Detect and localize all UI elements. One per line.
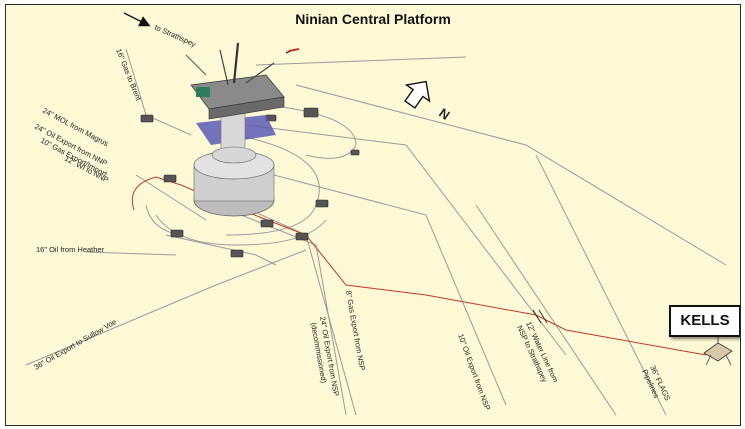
vessel-marker [285,48,300,54]
red-pipeline [131,176,707,356]
kells-label-box: KELLS [669,305,740,337]
seabed-layout-diagram: to Strathspey [25,12,733,416]
label-flags-pipelines: 36" FLAGS Pipelines [640,364,672,402]
gray-pipelines [25,48,727,416]
north-compass [404,80,431,109]
label-water-line: 12" Water Line from NSP to Strathspey [515,320,560,384]
label-gas-to-brent: 16" Gas to Brent [114,47,143,102]
label-to-strathspey: to Strathspey [153,23,197,49]
label-oil-export-nsp-10: 10" Oil Export from NSP [456,333,492,412]
subsea-structures [140,107,360,258]
kells-subsea-structure [703,337,733,366]
north-label: N [436,105,452,123]
page-title: Ninian Central Platform [295,11,451,27]
label-gas-export-nsp: 8" Gas Export from NSP [344,290,367,371]
to-strathspey-arrow: to Strathspey [123,12,197,49]
label-oil-from-heather: 16" Oil from Heather [36,245,105,254]
ninian-central-platform [185,42,285,217]
label-oil-export-sullow: 36" Oil Export to Sullow Voe [33,317,119,372]
pipeline-break-marks [532,309,548,324]
diagram-frame: Ninian Central Platform to Strathspey [5,4,741,426]
